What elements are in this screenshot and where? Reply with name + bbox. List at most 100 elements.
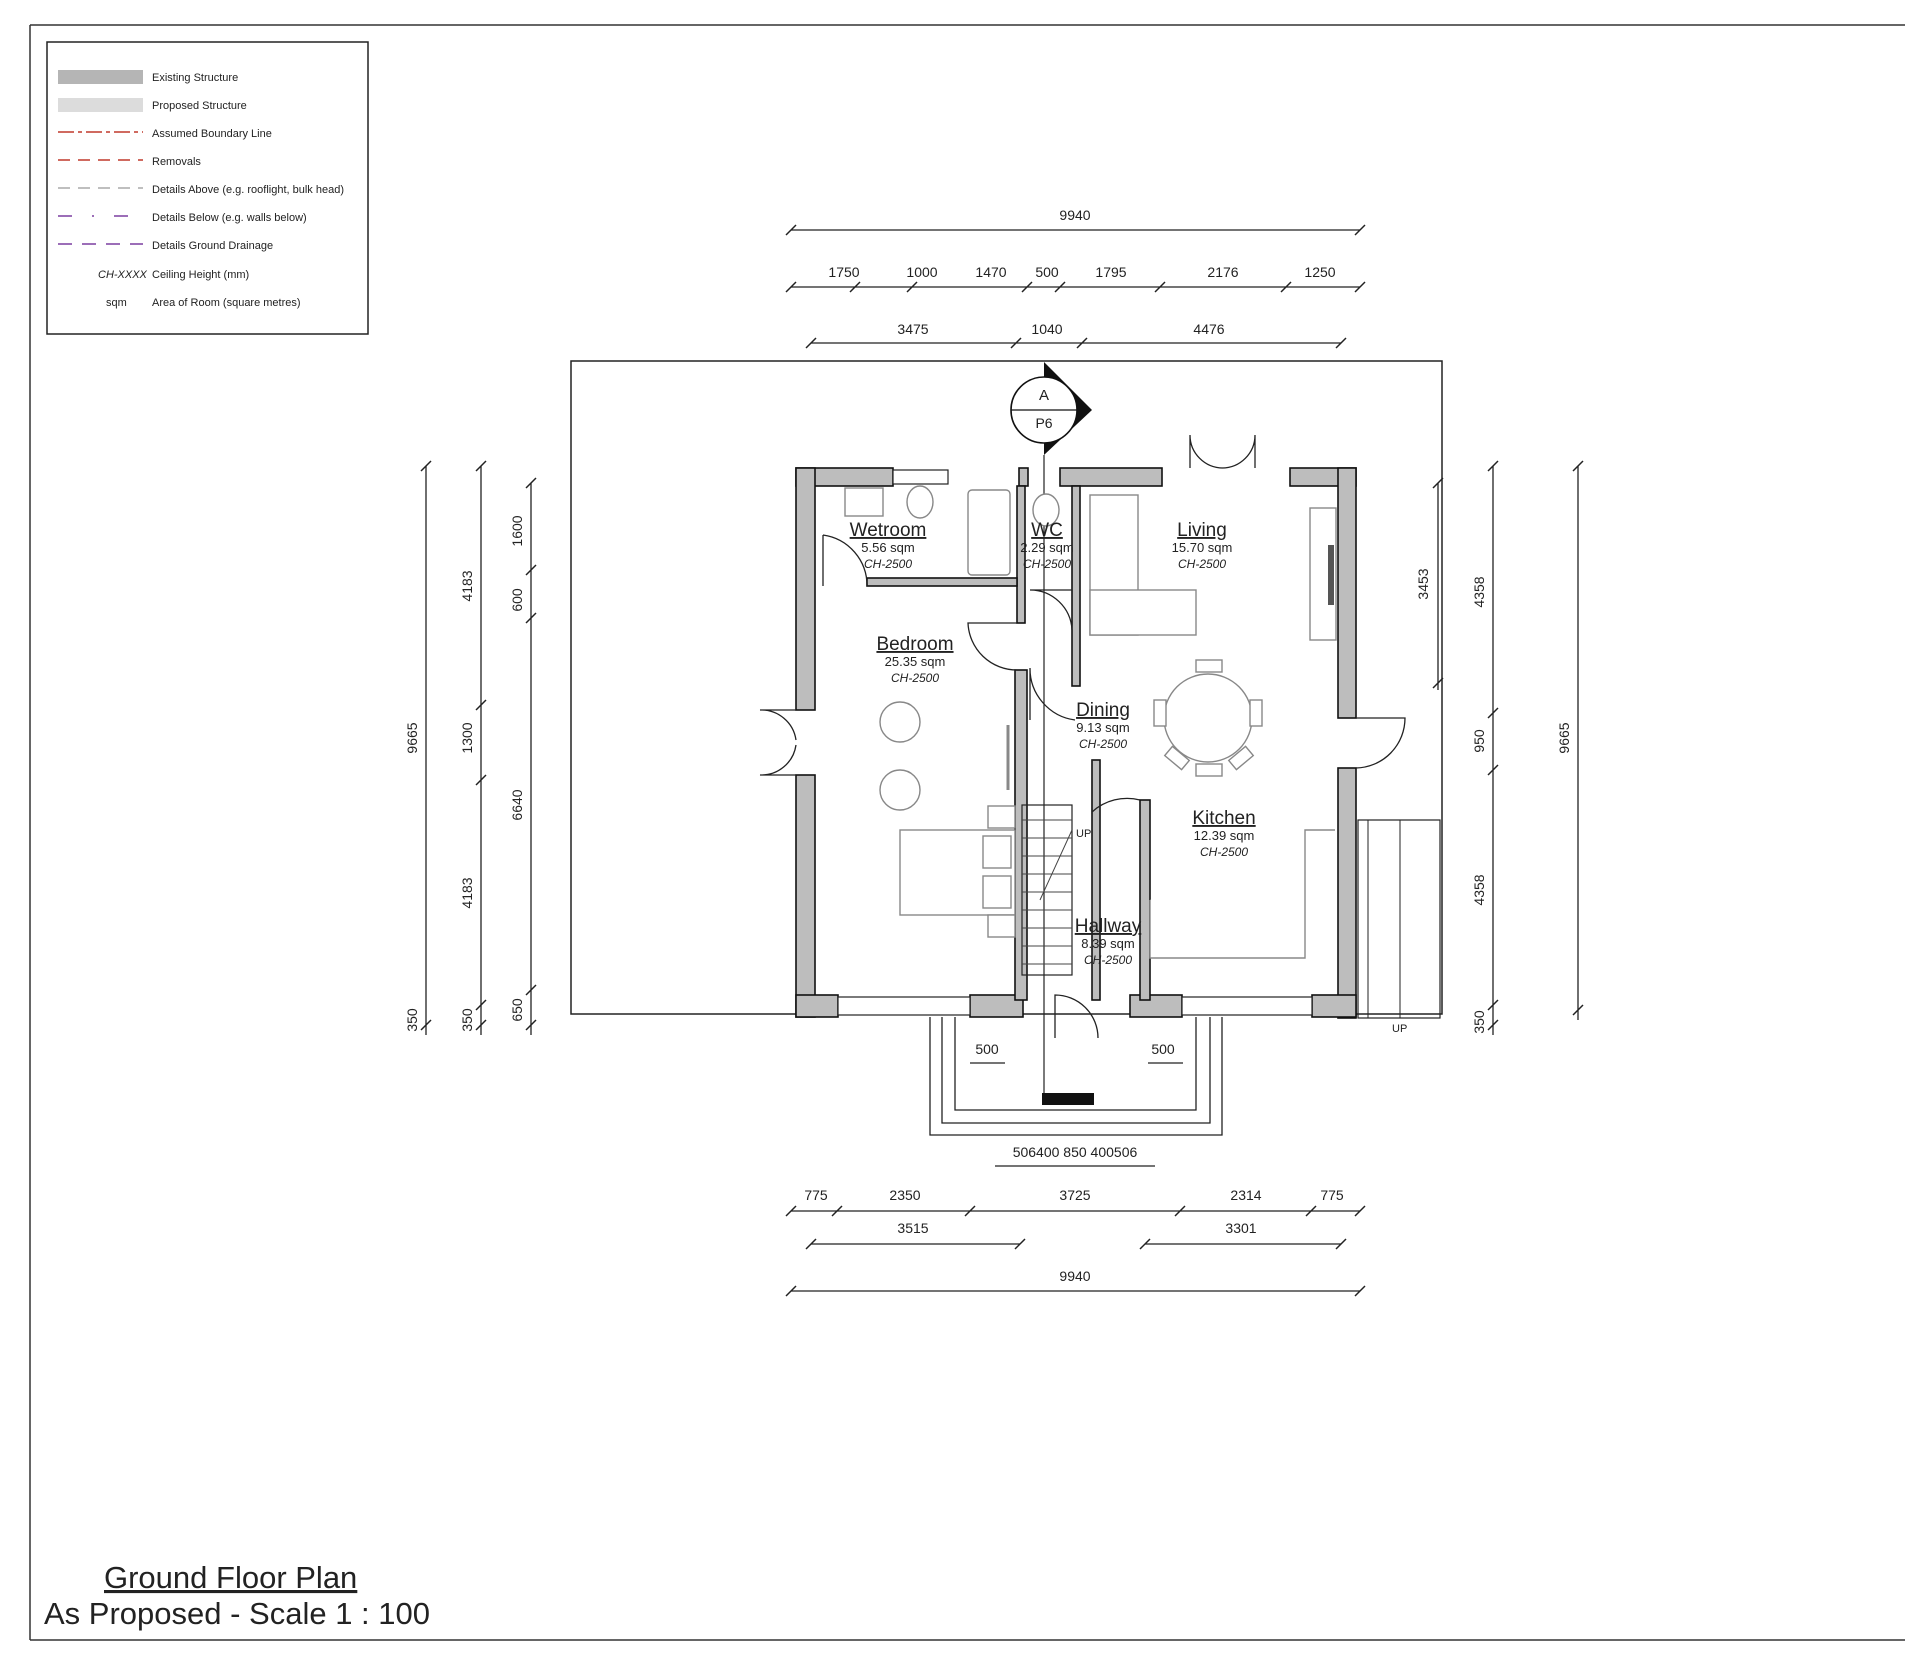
dim-bottom-row1: 2350 xyxy=(889,1187,920,1203)
porch-steps xyxy=(929,455,1223,1136)
drawing-title: Ground Floor Plan As Proposed - Scale 1 … xyxy=(44,1560,430,1631)
legend-proposed-swatch xyxy=(58,98,143,112)
legend-area-label: Area of Room (square metres) xyxy=(152,297,301,309)
room-name-wetroom: Wetroom xyxy=(850,520,927,541)
room-ceiling-dining: CH-2500 xyxy=(1079,737,1127,751)
dim-right-total: 9665 xyxy=(1556,722,1572,753)
dim-top-seg: 500 xyxy=(1035,264,1059,280)
furniture xyxy=(844,485,1337,959)
legend-area-symbol: sqm xyxy=(106,297,127,309)
legend-ceiling-symbol: CH-XXXX xyxy=(98,269,148,281)
room-ceiling-hallway: CH-2500 xyxy=(1084,953,1132,967)
dimension-labels-right: 3453 4358 950 4358 350 9665 xyxy=(1415,568,1572,1033)
bath-icon xyxy=(967,489,1011,576)
dim-top-seg: 1250 xyxy=(1304,264,1335,280)
dimension-labels-bottom: 500 500 506400 850 400506 775 2350 3725 … xyxy=(804,1041,1344,1284)
dim-bottom-row1: 3725 xyxy=(1059,1187,1090,1203)
dimension-labels-top: 9940 1750 1000 1470 500 1795 2176 1250 3… xyxy=(828,207,1335,337)
legend-ceiling-label: Ceiling Height (mm) xyxy=(152,269,249,281)
kitchen-worktop xyxy=(1149,829,1335,959)
room-name-hallway: Hallway xyxy=(1075,916,1142,937)
dim-left-total: 9665 xyxy=(404,722,420,753)
dim-top-overall: 9940 xyxy=(1059,207,1090,223)
legend-label: Details Ground Drainage xyxy=(152,240,273,252)
room-ceiling-wc: CH-2500 xyxy=(1023,557,1071,571)
internal-walls xyxy=(866,485,1151,1001)
legend-label: Proposed Structure xyxy=(152,100,247,112)
dim-top-seg: 1795 xyxy=(1095,264,1126,280)
dining-table-icon xyxy=(1163,673,1253,763)
dim-top-inner: 1040 xyxy=(1031,321,1062,337)
room-name-living: Living xyxy=(1177,520,1227,541)
legend: Existing Structure Proposed Structure As… xyxy=(46,41,369,335)
dim-left-inner: 6640 xyxy=(509,789,525,820)
room-name-kitchen: Kitchen xyxy=(1192,808,1255,829)
room-name-bedroom: Bedroom xyxy=(876,634,953,655)
dim-porch-left: 500 xyxy=(975,1041,999,1057)
room-name-dining: Dining xyxy=(1076,700,1130,721)
dim-bottom-row2: 3301 xyxy=(1225,1220,1256,1236)
basin-icon xyxy=(844,487,884,517)
dimension-ticks xyxy=(420,224,1584,1297)
dim-bottom-overall: 9940 xyxy=(1059,1268,1090,1284)
room-ceiling-living: CH-2500 xyxy=(1178,557,1226,571)
door-mat xyxy=(1042,1093,1094,1105)
room-ceiling-wetroom: CH-2500 xyxy=(864,557,912,571)
room-ceiling-kitchen: CH-2500 xyxy=(1200,845,1248,859)
dim-left-inner: 650 xyxy=(509,998,525,1022)
room-area-wetroom: 5.56 sqm xyxy=(861,540,914,555)
dim-bottom-row2: 3515 xyxy=(897,1220,928,1236)
dim-bottom-row1: 775 xyxy=(1320,1187,1344,1203)
stair-up-label: UP xyxy=(1076,828,1091,840)
dim-left-mid: 1300 xyxy=(459,722,475,753)
dimension-labels-left: 9665 350 4183 1300 4183 350 1600 600 664… xyxy=(404,515,525,1031)
dim-top-seg: 1750 xyxy=(828,264,859,280)
legend-label: Assumed Boundary Line xyxy=(152,128,272,140)
dim-left-bottom: 350 xyxy=(404,1008,420,1032)
dim-porch-segments: 506400 850 400506 xyxy=(1013,1144,1138,1160)
room-area-dining: 9.13 sqm xyxy=(1076,720,1129,735)
ramp xyxy=(1357,819,1441,1019)
dim-bottom-row1: 775 xyxy=(804,1187,828,1203)
dim-top-inner: 4476 xyxy=(1193,321,1224,337)
legend-label: Details Below (e.g. walls below) xyxy=(152,212,307,224)
section-letter: A xyxy=(1039,387,1049,404)
plan-subtitle: As Proposed - Scale 1 : 100 xyxy=(44,1596,430,1631)
dim-right-mid: 4358 xyxy=(1471,576,1487,607)
dim-bottom-row1: 2314 xyxy=(1230,1187,1261,1203)
armchair-icon xyxy=(879,769,921,811)
toilet-icon xyxy=(1032,493,1060,527)
dim-top-inner: 3475 xyxy=(897,321,928,337)
dim-left-inner: 1600 xyxy=(509,515,525,546)
room-area-kitchen: 12.39 sqm xyxy=(1194,828,1255,843)
room-name-wc: WC xyxy=(1031,520,1063,541)
dim-left-inner: 600 xyxy=(509,588,525,612)
dim-right-inner: 3453 xyxy=(1415,568,1431,599)
tv-unit-icon xyxy=(1309,507,1337,641)
external-walls xyxy=(795,467,1357,1019)
plan-title: Ground Floor Plan xyxy=(104,1560,357,1595)
dim-left-mid: 4183 xyxy=(459,570,475,601)
section-sheet: P6 xyxy=(1035,415,1052,431)
room-labels: Wetroom 5.56 sqm CH-2500 WC 2.29 sqm CH-… xyxy=(850,520,1256,967)
dim-right-mid: 350 xyxy=(1471,1010,1487,1034)
dim-left-mid: 350 xyxy=(459,1008,475,1032)
staircase: UP xyxy=(1021,804,1091,976)
room-ceiling-bedroom: CH-2500 xyxy=(891,671,939,685)
room-area-wc: 2.29 sqm xyxy=(1020,540,1073,555)
dim-top-seg: 2176 xyxy=(1207,264,1238,280)
dim-right-mid: 950 xyxy=(1471,729,1487,753)
doors xyxy=(759,434,1406,1039)
room-area-bedroom: 25.35 sqm xyxy=(885,654,946,669)
dim-top-seg: 1470 xyxy=(975,264,1006,280)
dim-right-mid: 4358 xyxy=(1471,874,1487,905)
dimension-lines xyxy=(425,229,1579,1292)
ramp-up-label: UP xyxy=(1392,1023,1407,1035)
legend-label: Removals xyxy=(152,156,201,168)
legend-label: Existing Structure xyxy=(152,72,238,84)
dim-top-seg: 1000 xyxy=(906,264,937,280)
dim-left-mid: 4183 xyxy=(459,877,475,908)
dim-porch-right: 500 xyxy=(1151,1041,1175,1057)
legend-label: Details Above (e.g. rooflight, bulk head… xyxy=(152,184,344,196)
section-marker: A P6 xyxy=(1010,362,1092,455)
